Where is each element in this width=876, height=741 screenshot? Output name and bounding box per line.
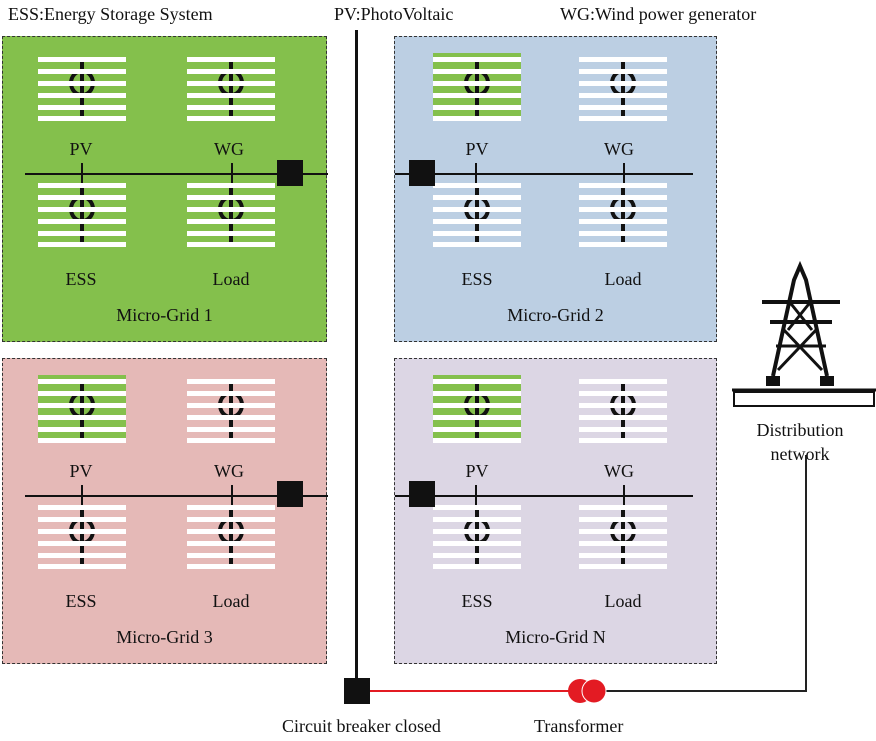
load-icon: [579, 501, 667, 569]
load-label: Load: [604, 269, 642, 289]
bus-line: [395, 495, 693, 497]
load-label: Load: [212, 591, 250, 611]
load-label: Load: [212, 269, 250, 289]
ess-battery-icon: [433, 179, 521, 247]
circuit-breaker-icon: [277, 160, 303, 186]
grid-title: Micro-Grid 2: [507, 305, 604, 325]
wind-generator-icon: [187, 53, 275, 121]
distribution-label-line2: network: [770, 444, 830, 464]
pv-legend: PV:PhotoVoltaic: [334, 4, 454, 24]
pv-label: PV: [69, 461, 93, 481]
main-circuit-breaker-icon: [344, 678, 370, 704]
circuit-breaker-icon: [409, 481, 435, 507]
pv-panel-icon: [433, 53, 521, 121]
transmission-tower-icon: [732, 260, 876, 407]
distribution-network-label: Distribution network: [726, 418, 874, 466]
wind-generator-icon: [579, 53, 667, 121]
micro-grid-2: PV WG ESS Load Micro-Grid 2: [394, 36, 717, 342]
pv-label: PV: [465, 461, 489, 481]
bus-line: [395, 173, 693, 175]
pv-panel-icon: [38, 375, 126, 443]
wg-label: WG: [604, 461, 634, 481]
ess-label: ESS: [65, 591, 97, 611]
grid-title: Micro-Grid 1: [116, 305, 213, 325]
load-icon: [579, 179, 667, 247]
load-label: Load: [604, 591, 642, 611]
breaker-label: Circuit breaker closed: [282, 716, 441, 736]
ess-label: ESS: [65, 269, 97, 289]
wind-generator-icon: [579, 375, 667, 443]
pv-label: PV: [69, 139, 93, 159]
ess-label: ESS: [461, 591, 493, 611]
grid-title: Micro-Grid 3: [116, 627, 213, 647]
wg-label: WG: [214, 461, 244, 481]
grid-title: Micro-Grid N: [505, 627, 606, 647]
circuit-breaker-icon: [277, 481, 303, 507]
wg-label: WG: [604, 139, 634, 159]
ess-battery-icon: [433, 501, 521, 569]
circuit-breaker-icon: [409, 160, 435, 186]
distribution-label-line1: Distribution: [756, 420, 844, 440]
ess-battery-icon: [38, 179, 126, 247]
load-icon: [187, 179, 275, 247]
load-icon: [187, 501, 275, 569]
bus-line: [25, 173, 328, 175]
main-bus-line: [355, 30, 358, 690]
bus-line: [25, 495, 328, 497]
micro-grid-n: PV WG ESS Load Micro-Grid N: [394, 358, 717, 664]
ess-legend: ESS:Energy Storage System: [8, 4, 213, 24]
pv-panel-icon: [38, 53, 126, 121]
pv-label: PV: [465, 139, 489, 159]
pv-panel-icon: [433, 375, 521, 443]
ess-battery-icon: [38, 501, 126, 569]
transformer-label: Transformer: [534, 716, 624, 736]
wg-label: WG: [214, 139, 244, 159]
ess-label: ESS: [461, 269, 493, 289]
micro-grid-3: PV WG ESS Load Micro-Grid 3: [2, 358, 328, 664]
micro-grid-1: PV WG ESS Load Micro-Grid 1: [2, 36, 328, 342]
wg-legend: WG:Wind power generator: [560, 4, 757, 24]
wind-generator-icon: [187, 375, 275, 443]
